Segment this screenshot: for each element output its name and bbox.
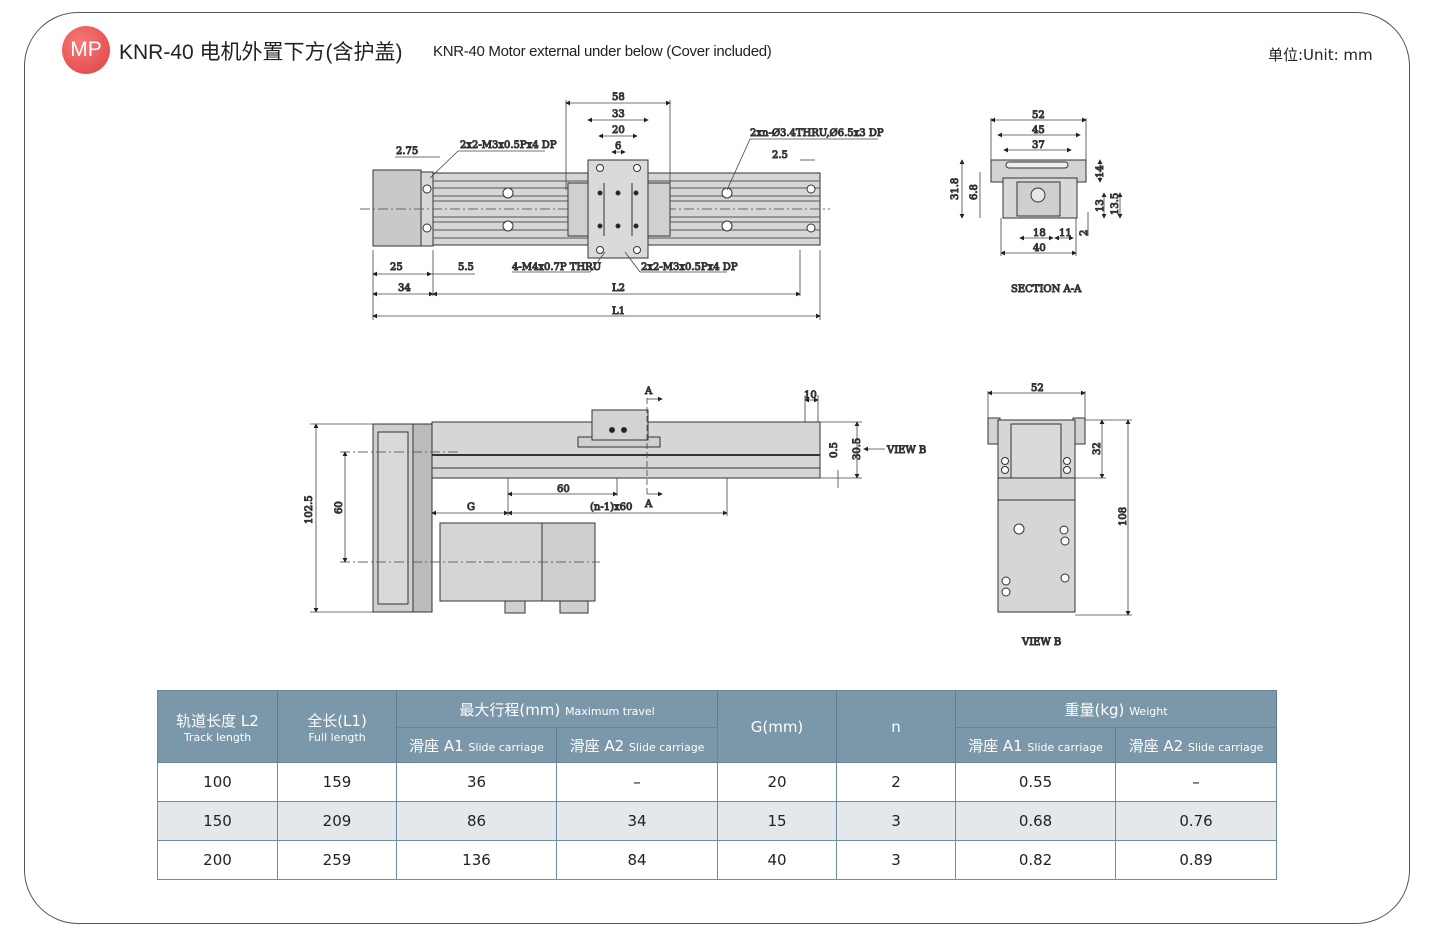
table-row: 100 159 36 – 20 2 0.55 –: [157, 762, 1278, 802]
mp-badge: MP: [62, 26, 110, 74]
cell-n: 2: [836, 762, 957, 802]
dim-30-5: 30.5: [852, 438, 863, 460]
top-view-drawing: 58 33 20 6 2.75 2.5 25 5.5 34 L2 L1 2x2-…: [360, 92, 884, 320]
cell-l2: 100: [157, 762, 278, 802]
header-weight-a1: 滑座 A1 Slide carriage: [955, 727, 1117, 763]
cell-g: 20: [717, 762, 838, 802]
dim-l2: L2: [612, 283, 625, 294]
dim-2-5: 2.5: [772, 150, 788, 161]
section-mark-a-top: A: [644, 386, 653, 397]
dim-11: 11: [1059, 228, 1072, 239]
table-row: 150 209 86 34 15 3 0.68 0.76: [157, 801, 1278, 841]
dim-102-5: 102.5: [304, 495, 315, 524]
cell-weight-a2: 0.76: [1115, 801, 1278, 841]
cell-weight-a2: 0.89: [1115, 840, 1278, 880]
note-m4-thru: 4-M4x0.7P THRU: [512, 262, 601, 273]
dim-2-75: 2.75: [396, 146, 418, 157]
note-tap-bottom: 2x2-M3x0.5Px4 DP: [641, 262, 738, 273]
dim-108: 108: [1118, 507, 1129, 526]
dim-40: 40: [1033, 243, 1046, 254]
cell-travel-a1: 36: [396, 762, 557, 802]
dim-14: 14: [1095, 165, 1106, 178]
dim-2: 2: [1079, 230, 1090, 236]
dim-34: 34: [398, 283, 411, 294]
cell-weight-a1: 0.82: [955, 840, 1117, 880]
dim-g: G: [467, 502, 475, 513]
dim-l1: L1: [612, 306, 625, 317]
dim-n-1-x60: (n-1)x60: [590, 502, 632, 513]
page-title: KNR-40 电机外置下方(含护盖): [119, 41, 403, 64]
header-weight: 重量(kg) Weight: [955, 690, 1278, 728]
page-card: [24, 12, 1410, 924]
cell-g: 40: [717, 840, 838, 880]
view-b-label: VIEW B: [1021, 637, 1061, 648]
dim-13: 13: [1095, 199, 1106, 212]
cell-travel-a2: 34: [555, 801, 719, 841]
dim-18: 18: [1033, 228, 1046, 239]
cell-travel-a2: –: [555, 762, 719, 802]
header-travel-a2: 滑座 A2 Slide carriage: [555, 727, 719, 763]
dim-52: 52: [1032, 110, 1045, 121]
cell-n: 3: [836, 801, 957, 841]
view-b-marker: VIEW B: [886, 445, 926, 456]
dim-0-5: 0.5: [829, 442, 840, 458]
note-thru-holes: 2xn-Ø3.4THRU,Ø6.5x3 DP: [750, 128, 884, 139]
section-aa-label: SECTION A-A: [1011, 284, 1082, 295]
cell-l2: 200: [157, 840, 278, 880]
cell-travel-a1: 136: [396, 840, 557, 880]
dim-52-view-b: 52: [1031, 383, 1044, 394]
dim-33: 33: [612, 109, 625, 120]
section-aa-drawing: 52 45 37 31.8 6.8 14 13 13.5 2 18 11 40 …: [950, 110, 1123, 296]
cell-l1: 259: [277, 840, 397, 880]
dim-20: 20: [612, 125, 625, 136]
note-tap-left: 2x2-M3x0.5Px4 DP: [460, 140, 557, 151]
side-view-drawing: 102.5 60 10 30.5 0.5 VIEW B G 60 (n-1)x6…: [304, 386, 927, 614]
header-weight-a2: 滑座 A2 Slide carriage: [1115, 727, 1278, 763]
cell-travel-a1: 86: [396, 801, 557, 841]
dim-60-vertical: 60: [334, 501, 345, 514]
cell-weight-a2: –: [1115, 762, 1278, 802]
cell-weight-a1: 0.68: [955, 801, 1117, 841]
dim-32: 32: [1092, 442, 1103, 455]
table-row: 200 259 136 84 40 3 0.82 0.89: [157, 840, 1278, 880]
cell-weight-a1: 0.55: [955, 762, 1117, 802]
header-g: G(mm): [717, 690, 838, 763]
dim-10: 10: [804, 390, 817, 401]
dim-25: 25: [390, 262, 403, 273]
dim-6: 6: [615, 141, 621, 152]
cell-n: 3: [836, 840, 957, 880]
dim-45: 45: [1032, 125, 1045, 136]
cell-l1: 159: [277, 762, 397, 802]
cell-l2: 150: [157, 801, 278, 841]
cell-l1: 209: [277, 801, 397, 841]
dim-13-5: 13.5: [1110, 193, 1121, 215]
unit-label: 单位:Unit: mm: [1268, 46, 1373, 64]
cell-g: 15: [717, 801, 838, 841]
view-b-drawing: 52 32 108 VIEW B: [987, 383, 1132, 649]
dim-60-pitch: 60: [557, 484, 570, 495]
page-subtitle: KNR-40 Motor external under below (Cover…: [433, 43, 772, 60]
dim-5-5: 5.5: [458, 262, 474, 273]
section-mark-a-bottom: A: [644, 499, 653, 510]
dim-58: 58: [612, 92, 625, 103]
header-n: n: [836, 690, 957, 763]
header-max-travel: 最大行程(mm) Maximum travel: [395, 690, 719, 728]
dim-37: 37: [1032, 140, 1045, 151]
dim-6-8: 6.8: [969, 184, 980, 200]
header-travel-a1: 滑座 A1 Slide carriage: [396, 727, 557, 763]
header-full-length: 全长(L1)Full length: [277, 690, 397, 763]
cell-travel-a2: 84: [555, 840, 719, 880]
dim-31-8: 31.8: [950, 178, 961, 200]
